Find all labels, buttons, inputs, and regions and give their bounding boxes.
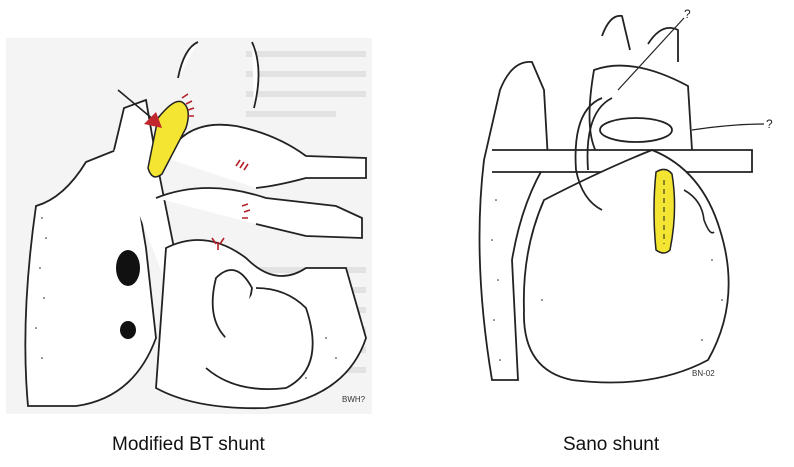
leader-label-top: ? (684, 7, 691, 21)
leader-label-right: ? (766, 117, 773, 131)
modified-bt-shunt-illustration: BWH? (6, 38, 372, 414)
artist-initials-right: BN-02 (692, 369, 715, 378)
dark-spot-small (120, 321, 136, 339)
artist-initials-left: BWH? (342, 395, 366, 404)
caption-sano-shunt: Sano shunt (563, 434, 659, 456)
dark-spot-large (116, 250, 140, 286)
sano-shunt-illustration: ? ? BN-02 (452, 0, 788, 420)
caption-modified-bt-shunt: Modified BT shunt (112, 434, 265, 456)
heart-outline-sano (480, 16, 753, 383)
